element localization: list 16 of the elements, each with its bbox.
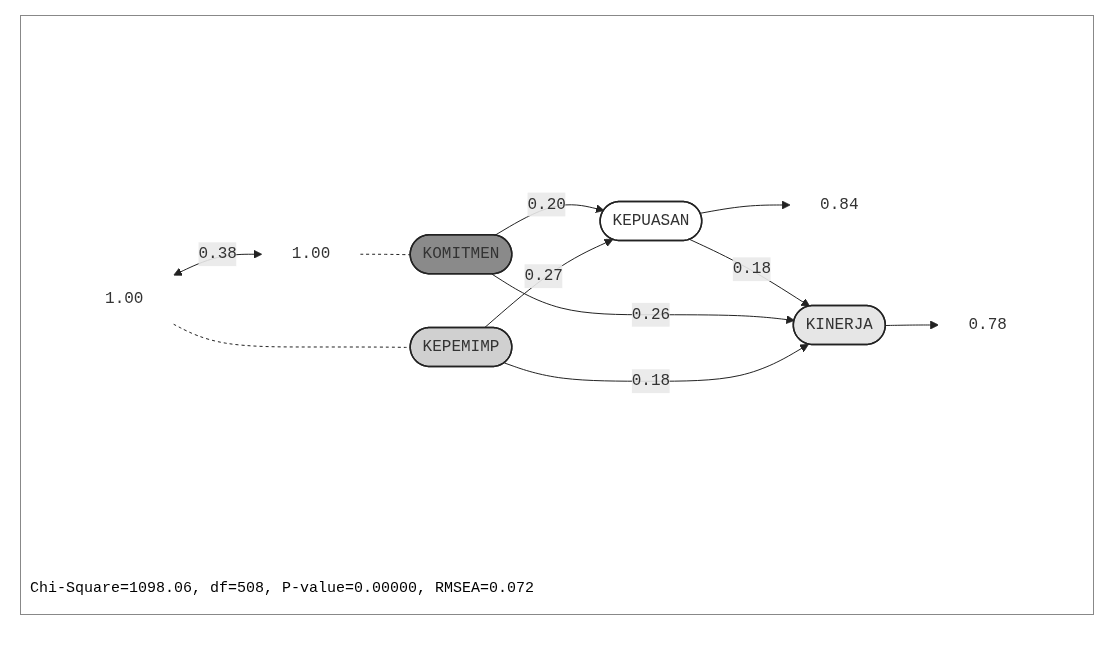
edge-label: 0.38	[198, 245, 237, 264]
edge-label: 0.18	[732, 260, 772, 279]
arrow	[699, 200, 791, 215]
fit-statistics-note: Chi-Square=1098.06, df=508, P-value=0.00000, RMSEA=0.072	[30, 580, 535, 597]
node-text: 0.84	[820, 196, 859, 215]
node-text: 1.00	[291, 245, 331, 264]
node-text: 0.78	[968, 316, 1007, 335]
arrow	[689, 239, 811, 308]
edge-label: 0.26	[631, 306, 671, 325]
arrow	[504, 344, 809, 383]
arrow	[483, 239, 614, 329]
arrow	[885, 320, 939, 330]
edge-label: 0.27	[524, 267, 563, 286]
node-text: 1.00	[105, 290, 144, 309]
edge-label: 0.18	[631, 372, 671, 391]
edge-label: 0.20	[527, 195, 566, 214]
